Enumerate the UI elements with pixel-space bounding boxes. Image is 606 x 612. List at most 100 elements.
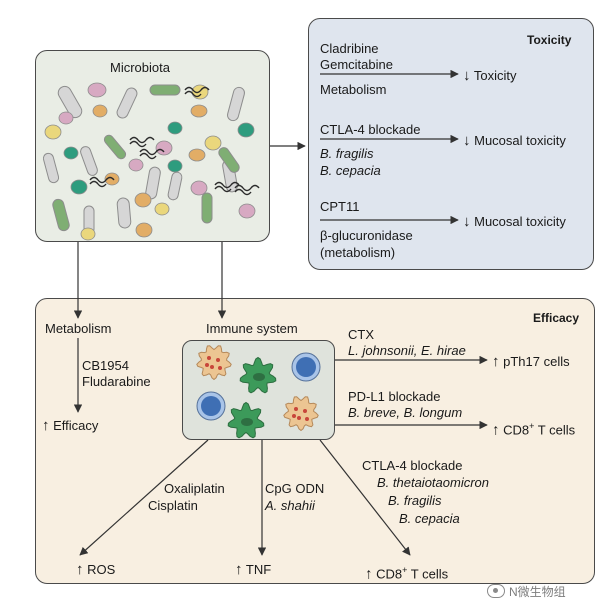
immune-cell-granule	[305, 417, 309, 421]
immune-cell-granule	[207, 356, 211, 360]
immune-cell-granulocyte	[196, 345, 232, 381]
bacterium-flagellum	[139, 148, 165, 160]
bacterium-coccus	[190, 104, 208, 118]
microbiota-title: Microbiota	[110, 60, 170, 75]
eff-cpg-outcome: ↑ TNF	[235, 561, 272, 578]
immune-cell-granule	[205, 363, 209, 367]
immune-cell-granule	[297, 416, 301, 420]
up-arrow-icon: ↑	[42, 417, 50, 434]
down-arrow-icon: ↓	[463, 67, 471, 84]
tox-row1-outcome: ↓ Toxicity	[463, 67, 517, 84]
bacterium-flagellum	[214, 181, 240, 193]
bacterium-rod	[218, 147, 240, 173]
microbiota-bacteria	[42, 82, 260, 241]
eff-immune-label: Immune system	[206, 321, 298, 336]
up-arrow-icon: ↑	[492, 421, 500, 439]
immune-cell-granule	[218, 366, 222, 370]
bacterium-coccus	[58, 111, 74, 125]
bacterium-coccus	[154, 202, 170, 216]
bacterium-rod	[201, 192, 213, 224]
bacterium-rod	[57, 85, 83, 119]
watermark: N微生物组	[487, 580, 599, 602]
eff-metabolism-outcome: ↑ Efficacy	[42, 417, 99, 434]
bacterium-flagellum	[129, 136, 155, 148]
arrow-line	[319, 439, 411, 556]
bacterium-coccus	[92, 104, 108, 118]
bacterium-rod	[103, 134, 127, 160]
bacterium-flagellum	[184, 86, 210, 98]
immune-cell-granule	[210, 365, 214, 369]
arrows	[73, 69, 488, 556]
bacterium-coccus	[135, 222, 153, 238]
eff-ctla4-outcome: ↑ CD8+ T cells	[365, 565, 449, 583]
eff-metabolism-drug2: Fludarabine	[82, 374, 151, 389]
eff-metabolism-drug1: CB1954	[82, 358, 129, 373]
eff-pdl1-outcome: ↑ CD8+ T cells	[492, 421, 576, 439]
bacterium-rod	[149, 84, 181, 96]
eff-ctla4-bacteria2: B. fragilis	[388, 493, 442, 508]
eff-pdl1-bacteria: B. breve, B. longum	[348, 405, 463, 420]
eff-cpg-bacteria: A. shahii	[265, 498, 315, 513]
tox-row2-outcome: ↓ Mucosal toxicity	[463, 132, 566, 149]
eff-ctx-outcome: ↑ pTh17 cells	[492, 353, 570, 370]
bacterium-coccus	[155, 140, 173, 156]
eff-metabolism-label: Metabolism	[45, 321, 112, 336]
watermark-text: N微生物组	[509, 584, 566, 599]
immune-cell-granulocyte	[283, 396, 319, 432]
down-arrow-icon: ↓	[463, 132, 471, 149]
bacterium-rod	[42, 152, 60, 184]
immune-cell-granule	[294, 407, 298, 411]
eff-oxali-drug2: Cisplatin	[148, 498, 198, 513]
bacterium-coccus	[80, 227, 96, 241]
bacterium-coccus	[104, 172, 120, 186]
bacterium-coccus	[134, 192, 152, 208]
tox-row3-drug: CPT11	[320, 199, 360, 214]
tox-row3-mechanism1: β-glucuronidase	[320, 228, 413, 243]
tox-row2-bacteria2: B. cepacia	[320, 163, 381, 178]
tox-row3-mechanism2: (metabolism)	[320, 245, 396, 260]
immune-cell-nucleus	[253, 373, 265, 381]
immune-cell-nucleus	[296, 357, 316, 377]
bacterium-rod	[80, 146, 98, 176]
eff-oxali-outcome: ↑ ROS	[76, 561, 116, 578]
bacterium-rod	[116, 87, 138, 119]
immune-cell-granule	[292, 414, 296, 418]
chat-bubble-icon	[487, 584, 505, 598]
down-arrow-icon: ↓	[463, 213, 471, 230]
bacterium-coccus	[44, 124, 62, 140]
efficacy-title: Efficacy	[533, 311, 580, 325]
eff-pdl1-drug: PD-L1 blockade	[348, 389, 441, 404]
bacterium-coccus	[237, 122, 255, 138]
immune-cell-nucleus	[241, 418, 253, 426]
eff-oxali-drug1: Oxaliplatin	[164, 481, 225, 496]
bacterium-coccus	[190, 180, 208, 196]
bacterium-coccus	[87, 82, 107, 98]
immune-cell-granule	[216, 358, 220, 362]
up-arrow-icon: ↑	[76, 561, 84, 578]
bacterium-coccus	[188, 148, 206, 162]
immune-cell-nucleus	[201, 396, 221, 416]
bacterium-flagellum	[89, 176, 115, 188]
bacterium-coccus	[204, 135, 222, 151]
toxicity-title: Toxicity	[527, 33, 572, 47]
bacterium-coccus	[238, 203, 256, 219]
up-arrow-icon: ↑	[235, 561, 243, 578]
eff-ctla4-bacteria1: B. thetaiotaomicron	[377, 475, 490, 490]
microbiota-box	[35, 50, 270, 242]
eff-ctx-bacteria: L. johnsonii, E. hirae	[348, 343, 466, 358]
bacterium-coccus	[128, 158, 144, 172]
up-arrow-icon: ↑	[365, 565, 373, 583]
tox-row1-drug1: Cladribine	[320, 41, 379, 56]
bacterium-coccus	[167, 121, 183, 135]
bacterium-rod	[167, 171, 183, 201]
tox-row2-bacteria1: B. fragilis	[320, 146, 374, 161]
toxicity-box	[308, 18, 594, 270]
eff-ctla4-bacteria3: B. cepacia	[399, 511, 460, 526]
tox-row3-outcome: ↓ Mucosal toxicity	[463, 213, 566, 230]
eff-ctla4-drug: CTLA-4 blockade	[362, 458, 463, 473]
bacterium-coccus	[167, 159, 183, 173]
arrow-line	[79, 439, 209, 556]
bacterium-coccus	[63, 146, 79, 160]
